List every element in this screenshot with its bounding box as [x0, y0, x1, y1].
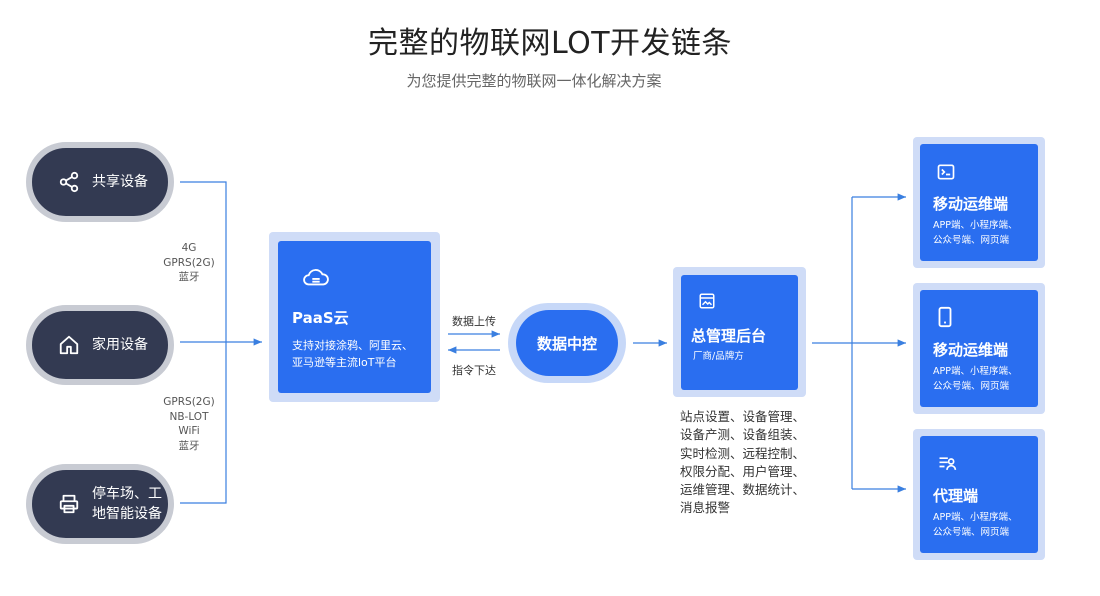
endpoint-card-ops-2: 移动运维端 APP端、小程序端、 公众号端、网页端	[920, 290, 1038, 407]
image-icon	[699, 293, 715, 309]
device-label: 共享设备	[92, 174, 148, 190]
admin-card: 总管理后台 厂商/品牌方	[681, 275, 798, 390]
endpoint-title: 代理端	[933, 487, 979, 505]
device-shared: 共享设备	[26, 142, 174, 222]
paas-card: PaaS云 支持对接涂鸦、阿里云、 亚马逊等主流loT平台	[278, 241, 431, 393]
mobile-icon	[938, 306, 952, 328]
endpoint-desc: APP端、小程序端、 公众号端、网页端	[933, 220, 1018, 246]
device-home: 家用设备	[26, 305, 174, 385]
endpoint-card-agent: 代理端 APP端、小程序端、 公众号端、网页端	[920, 436, 1038, 553]
cloud-icon	[303, 269, 329, 286]
endpoint-title: 移动运维端	[933, 195, 1009, 213]
page-subtitle: 为您提供完整的物联网一体化解决方案	[406, 72, 662, 90]
device-label: 家用设备	[92, 337, 148, 353]
printer-icon	[59, 494, 79, 514]
protocol-list-top: 4G GPRS(2G) 蓝牙	[163, 242, 215, 283]
share-icon	[59, 171, 79, 193]
device-parking: 停车场、工 地智能设备	[26, 464, 174, 544]
endpoint-desc: APP端、小程序端、 公众号端、网页端	[933, 366, 1018, 392]
endpoint-title: 移动运维端	[933, 341, 1009, 359]
admin-features: 站点设置、设备管理、 设备产测、设备组装、 实时检测、远程控制、 权限分配、用户…	[680, 409, 806, 516]
agent-icon	[939, 457, 957, 470]
protocol-list-bottom: GPRS(2G) NB-LOT WiFi 蓝牙	[163, 396, 215, 452]
admin-sub: 厂商/品牌方	[693, 351, 744, 362]
endpoint-card-ops-1: 移动运维端 APP端、小程序端、 公众号端、网页端	[920, 144, 1038, 261]
upload-label: 数据上传	[452, 315, 496, 328]
data-center-node: 数据中控	[516, 310, 618, 376]
command-label: 指令下达	[452, 364, 496, 377]
page-title: 完整的物联网LOT开发链条	[367, 26, 733, 61]
home-icon	[59, 335, 79, 355]
admin-title: 总管理后台	[691, 327, 767, 345]
terminal-icon	[937, 164, 955, 180]
device-label: 停车场、工 地智能设备	[92, 486, 162, 522]
paas-title: PaaS云	[292, 309, 349, 327]
endpoint-desc: APP端、小程序端、 公众号端、网页端	[933, 512, 1018, 538]
paas-desc: 支持对接涂鸦、阿里云、 亚马逊等主流loT平台	[292, 339, 413, 369]
